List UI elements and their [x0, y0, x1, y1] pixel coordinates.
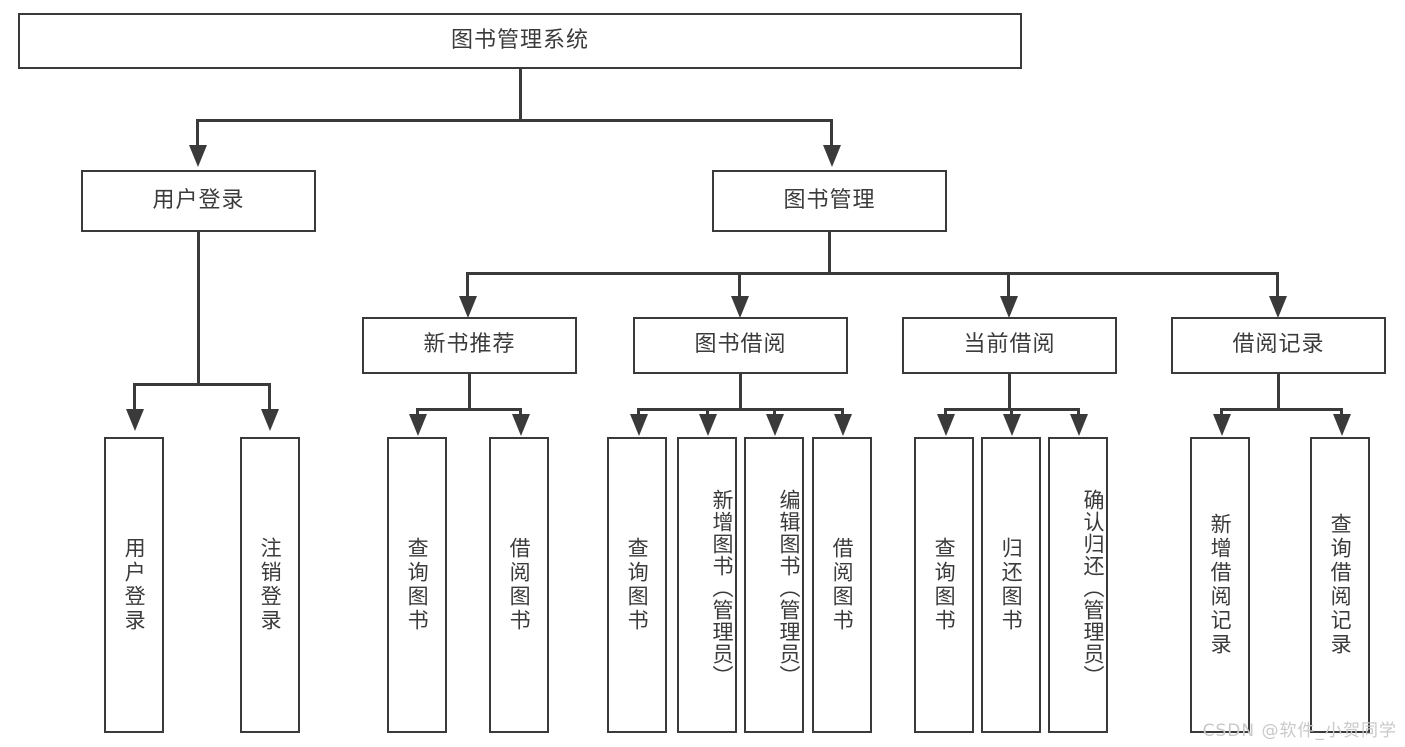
edge-book-borrow-bus — [637, 408, 843, 411]
edge-book-manage-stem — [828, 232, 831, 272]
leaf-add-borrow-record[interactable]: 新增借阅记录 — [1190, 437, 1250, 733]
node-label: 查询借阅记录 — [1328, 513, 1353, 657]
arrowhead-book-borrow-leaf-3 — [766, 414, 784, 436]
arrowhead-borrow-record — [1269, 296, 1287, 318]
leaf-add-book-admin[interactable]: 新增图书（管理员） — [677, 437, 737, 733]
node-label: 编辑图书（管理员） — [777, 489, 801, 687]
edge-book-manage-to-borrow-record — [1276, 272, 1279, 298]
edge-book-manage-bus — [466, 272, 1278, 275]
edge-current-borrow-stem — [1008, 374, 1011, 408]
edge-book-manage-to-book-borrow — [738, 272, 741, 298]
arrowhead-to-book-manage — [823, 145, 841, 167]
edge-book-manage-to-new-book — [466, 272, 469, 298]
node-label: 新增图书（管理员） — [710, 489, 734, 687]
node-borrow-record[interactable]: 借阅记录 — [1171, 317, 1386, 374]
edge-root-to-user-login — [196, 119, 199, 147]
leaf-borrow-book-recommendation[interactable]: 借阅图书 — [489, 437, 549, 733]
edge-borrow-record-bus — [1220, 408, 1342, 411]
arrowhead-user-login-leaf-2 — [261, 409, 279, 431]
node-label: 借阅图书 — [507, 537, 532, 633]
leaf-user-login[interactable]: 用户登录 — [104, 437, 164, 733]
csdn-watermark: CSDN @软件_小贺同学 — [1202, 721, 1397, 741]
arrowhead-current-borrow-leaf-2 — [1003, 414, 1021, 436]
node-new-book-recommendation[interactable]: 新书推荐 — [362, 317, 577, 374]
node-book-borrow[interactable]: 图书借阅 — [633, 317, 848, 374]
arrowhead-user-login-leaf-1 — [126, 409, 144, 431]
node-label: 图书借阅 — [694, 332, 787, 358]
arrowhead-new-book-leaf-2 — [512, 414, 530, 436]
node-root-book-management-system[interactable]: 图书管理系统 — [18, 13, 1022, 69]
node-label: 用户登录 — [152, 187, 245, 213]
node-book-management[interactable]: 图书管理 — [712, 170, 947, 232]
node-label: 图书管理 — [783, 187, 876, 213]
leaf-edit-book-admin[interactable]: 编辑图书（管理员） — [744, 437, 804, 733]
node-label: 新增借阅记录 — [1208, 513, 1233, 657]
node-label: 借阅图书 — [830, 537, 855, 633]
leaf-query-book-borrow[interactable]: 查询图书 — [607, 437, 667, 733]
leaf-logout-login[interactable]: 注销登录 — [240, 437, 300, 733]
leaf-query-borrow-record[interactable]: 查询借阅记录 — [1310, 437, 1370, 733]
edge-new-book-bus — [416, 408, 522, 411]
node-label: 归还图书 — [999, 537, 1024, 633]
edge-new-book-stem — [468, 374, 471, 408]
leaf-query-book-current[interactable]: 查询图书 — [914, 437, 974, 733]
node-user-login[interactable]: 用户登录 — [81, 170, 316, 232]
node-label: 确认归还（管理员） — [1081, 489, 1105, 687]
node-label: 查询图书 — [932, 537, 957, 633]
arrowhead-to-user-login — [189, 145, 207, 167]
arrowhead-current-borrow-leaf-3 — [1070, 414, 1088, 436]
arrowhead-current-borrow — [1000, 296, 1018, 318]
arrowhead-current-borrow-leaf-1 — [937, 414, 955, 436]
node-current-borrow[interactable]: 当前借阅 — [902, 317, 1117, 374]
arrowhead-book-borrow-leaf-2 — [699, 414, 717, 436]
edge-user-login-stem — [197, 232, 200, 383]
edge-user-login-to-leaf-1 — [133, 383, 136, 411]
edge-book-borrow-stem — [739, 374, 742, 408]
edge-user-login-bus — [133, 383, 270, 386]
leaf-return-book[interactable]: 归还图书 — [981, 437, 1041, 733]
leaf-borrow-book[interactable]: 借阅图书 — [812, 437, 872, 733]
arrowhead-book-borrow-leaf-1 — [630, 414, 648, 436]
node-label: 注销登录 — [258, 537, 283, 633]
node-label: 图书管理系统 — [450, 27, 589, 53]
node-label: 当前借阅 — [963, 332, 1056, 358]
edge-root-bus — [196, 119, 833, 122]
leaf-confirm-return-admin[interactable]: 确认归还（管理员） — [1048, 437, 1108, 733]
edge-root-to-book-manage — [830, 119, 833, 147]
arrowhead-book-borrow-leaf-4 — [834, 414, 852, 436]
node-label: 用户登录 — [122, 537, 147, 633]
edge-book-manage-to-current-borrow — [1007, 272, 1010, 298]
node-label: 借阅记录 — [1232, 332, 1325, 358]
node-label: 查询图书 — [405, 537, 430, 633]
edge-borrow-record-stem — [1277, 374, 1280, 408]
leaf-query-book-recommendation[interactable]: 查询图书 — [387, 437, 447, 733]
arrowhead-new-book-rec — [459, 296, 477, 318]
arrowhead-borrow-record-leaf-2 — [1333, 414, 1351, 436]
arrowhead-borrow-record-leaf-1 — [1213, 414, 1231, 436]
edge-root-stem — [519, 69, 522, 119]
edge-user-login-to-leaf-2 — [268, 383, 271, 411]
arrowhead-book-borrow — [731, 296, 749, 318]
arrowhead-new-book-leaf-1 — [409, 414, 427, 436]
node-label: 查询图书 — [625, 537, 650, 633]
node-label: 新书推荐 — [423, 332, 516, 358]
